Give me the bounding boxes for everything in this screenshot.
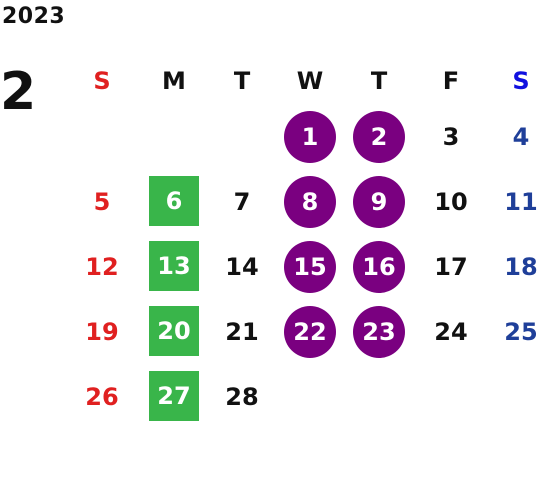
day-25[interactable]: 25 xyxy=(504,318,538,346)
day-17[interactable]: 17 xyxy=(434,253,468,281)
week-row: 19 20 21 22 23 24 25 xyxy=(68,300,548,365)
weekday-header-tue: T xyxy=(233,67,251,95)
weekday-header-mon: M xyxy=(162,67,186,95)
day-27-green-marked[interactable]: 27 xyxy=(149,371,199,421)
day-21[interactable]: 21 xyxy=(225,318,259,346)
day-5[interactable]: 5 xyxy=(93,188,111,216)
day-13-green-marked[interactable]: 13 xyxy=(149,241,199,291)
day-26[interactable]: 26 xyxy=(85,383,119,411)
day-24[interactable]: 24 xyxy=(434,318,468,346)
day-9-purple-marked[interactable]: 9 xyxy=(353,176,405,228)
day-4[interactable]: 4 xyxy=(512,123,530,151)
day-15-purple-marked[interactable]: 15 xyxy=(284,241,336,293)
weekday-header-sat: S xyxy=(512,67,530,95)
week-row: 12 13 14 15 16 17 18 xyxy=(68,235,548,300)
day-11[interactable]: 11 xyxy=(504,188,538,216)
day-1-purple-marked[interactable]: 1 xyxy=(284,111,336,163)
weekday-header-sun: S xyxy=(93,67,111,95)
day-28[interactable]: 28 xyxy=(225,383,259,411)
day-14[interactable]: 14 xyxy=(225,253,259,281)
year-label: 2023 xyxy=(2,4,66,29)
month-number: 2 xyxy=(0,62,37,122)
day-18[interactable]: 18 xyxy=(504,253,538,281)
day-7[interactable]: 7 xyxy=(233,188,251,216)
week-row: 26 27 28 xyxy=(68,365,548,430)
day-20-green-marked[interactable]: 20 xyxy=(149,306,199,356)
day-22-purple-marked[interactable]: 22 xyxy=(284,306,336,358)
weekday-header-thu: T xyxy=(370,67,388,95)
day-10[interactable]: 10 xyxy=(434,188,468,216)
weekday-header-fri: F xyxy=(442,67,460,95)
day-3[interactable]: 3 xyxy=(442,123,460,151)
day-19[interactable]: 19 xyxy=(85,318,119,346)
day-8-purple-marked[interactable]: 8 xyxy=(284,176,336,228)
weekday-header-wed: W xyxy=(296,67,324,95)
day-16-purple-marked[interactable]: 16 xyxy=(353,241,405,293)
day-12[interactable]: 12 xyxy=(85,253,119,281)
day-23-purple-marked[interactable]: 23 xyxy=(353,306,405,358)
day-6-green-marked[interactable]: 6 xyxy=(149,176,199,226)
day-2-purple-marked[interactable]: 2 xyxy=(353,111,405,163)
